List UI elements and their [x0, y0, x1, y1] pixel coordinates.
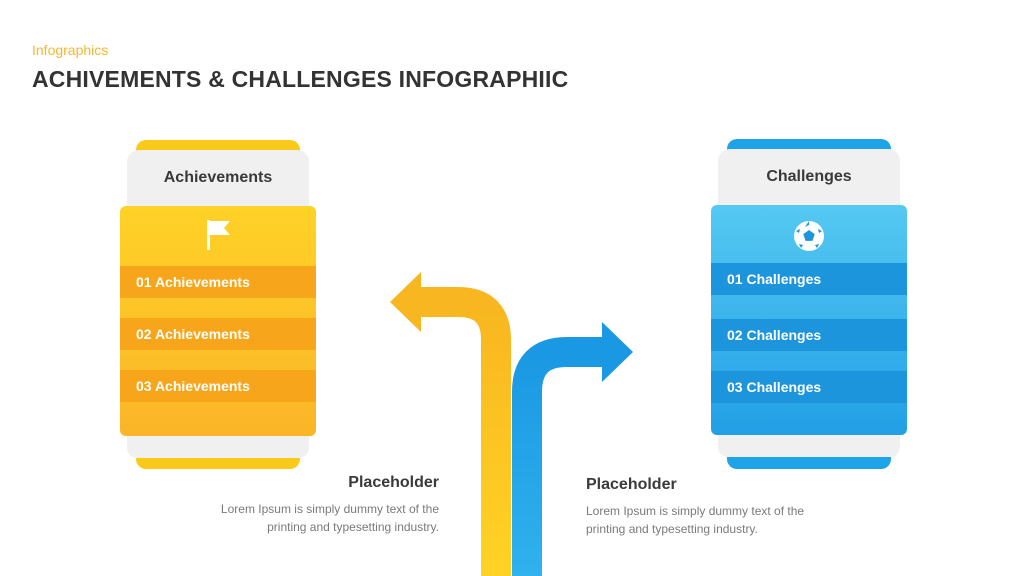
flag-icon: [207, 220, 230, 250]
achievements-body: 01 Achievements 02 Achievements 03 Achie…: [120, 206, 316, 436]
achievements-heading: Achievements: [127, 150, 309, 214]
arrow-right-blue: [512, 322, 633, 576]
eyebrow-label: Infographics: [32, 42, 109, 58]
challenges-body: 01 Challenges 02 Challenges 03 Challenge…: [711, 205, 907, 435]
challenges-heading: Challenges: [718, 149, 900, 213]
card-footer: [127, 436, 309, 458]
soccer-ball-icon: [794, 221, 824, 251]
challenge-item-3: 03 Challenges: [711, 371, 907, 403]
achievement-item-1: 01 Achievements: [120, 266, 316, 298]
challenge-item-1: 01 Challenges: [711, 263, 907, 295]
challenges-card: Challenges 01 Challenges 02 Challenges 0…: [711, 139, 907, 471]
slide-title: ACHIVEMENTS & CHALLENGES INFOGRAPHIIC: [32, 66, 569, 92]
achievement-item-3: 03 Achievements: [120, 370, 316, 402]
challenge-item-2: 02 Challenges: [711, 319, 907, 351]
arrow-left-yellow: [390, 272, 511, 576]
placeholder-left-text: Lorem Ipsum is simply dummy text of the …: [220, 502, 439, 534]
placeholder-right-text: Lorem Ipsum is simply dummy text of the …: [586, 504, 805, 536]
placeholder-left-title: Placeholder: [348, 474, 439, 491]
card-footer: [718, 435, 900, 457]
achievements-card: Achievements 01 Achievements 02 Achievem…: [120, 140, 316, 470]
achievement-item-2: 02 Achievements: [120, 318, 316, 350]
placeholder-right-title: Placeholder: [586, 476, 677, 493]
